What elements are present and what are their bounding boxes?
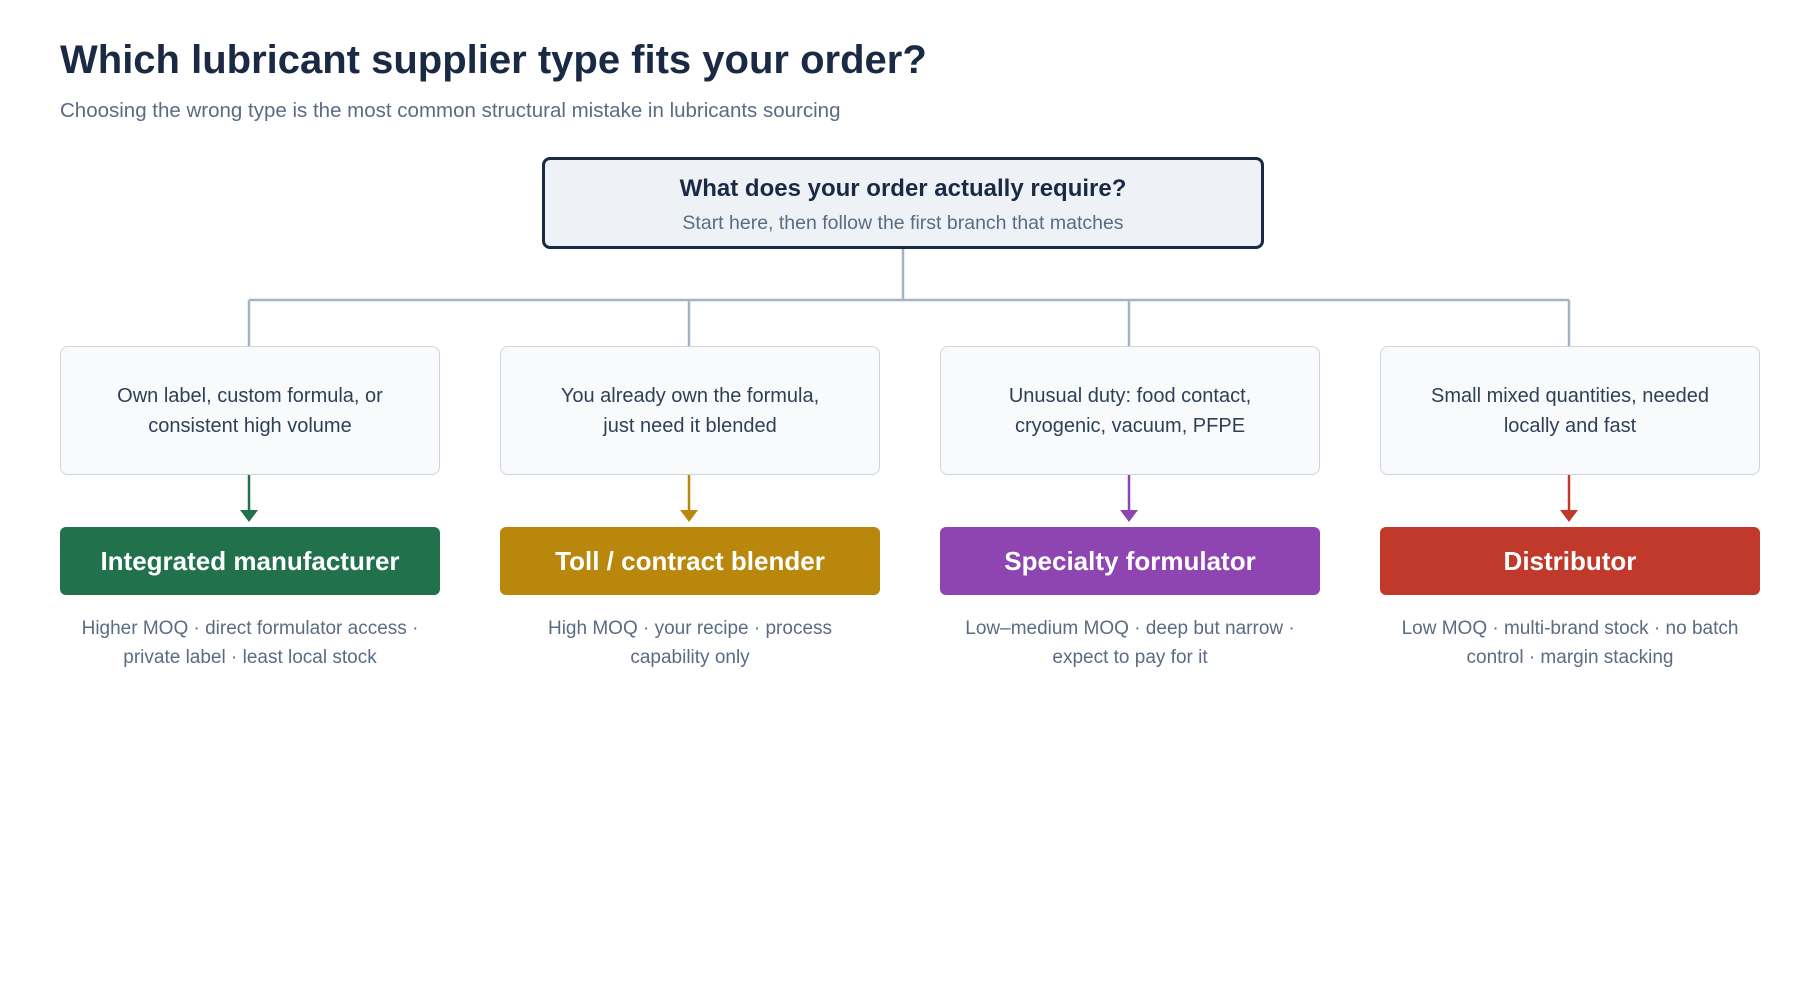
page-subtitle: Choosing the wrong type is the most comm… <box>60 99 841 122</box>
supplier-type-label: Distributor <box>1503 545 1637 576</box>
supplier-type-distributor: Distributor <box>1380 527 1760 595</box>
note-text: High MOQ · your recipe · process capabil… <box>547 618 833 668</box>
root-hint: Start here, then follow the first branch… <box>682 212 1124 234</box>
condition-text: Small mixed quantities, needed locally a… <box>1431 384 1709 437</box>
arrow-head-1 <box>240 510 258 522</box>
supplier-type-toll-blender: Toll / contract blender <box>500 527 880 595</box>
note-text: Low MOQ · multi-brand stock · no batch c… <box>1401 618 1739 668</box>
root-question-box: What does your order actually require? S… <box>542 157 1264 249</box>
note-integrated: Higher MOQ · direct formulator access · … <box>60 614 440 672</box>
note-distributor: Low MOQ · multi-brand stock · no batch c… <box>1380 614 1760 672</box>
condition-text: Own label, custom formula, or consistent… <box>117 384 383 437</box>
condition-box-integrated: Own label, custom formula, or consistent… <box>60 346 440 475</box>
condition-box-toll-blender: You already own the formula, just need i… <box>500 346 880 475</box>
condition-text: Unusual duty: food contact, cryogenic, v… <box>1008 384 1252 437</box>
supplier-type-label: Integrated manufacturer <box>100 545 400 576</box>
supplier-type-label: Specialty formulator <box>1004 545 1256 576</box>
root-question: What does your order actually require? <box>679 175 1127 202</box>
note-text: Higher MOQ · direct formulator access · … <box>81 618 419 668</box>
arrow-head-2 <box>680 510 698 522</box>
note-toll-blender: High MOQ · your recipe · process capabil… <box>500 614 880 672</box>
condition-box-specialty: Unusual duty: food contact, cryogenic, v… <box>940 346 1320 475</box>
condition-box-distributor: Small mixed quantities, needed locally a… <box>1380 346 1760 475</box>
supplier-type-label: Toll / contract blender <box>555 545 825 576</box>
supplier-type-integrated: Integrated manufacturer <box>60 527 440 595</box>
arrow-head-3 <box>1120 510 1138 522</box>
page-title: Which lubricant supplier type fits your … <box>60 38 927 82</box>
supplier-type-specialty: Specialty formulator <box>940 527 1320 595</box>
note-specialty: Low–medium MOQ · deep but narrow · expec… <box>940 614 1320 672</box>
arrow-head-4 <box>1560 510 1578 522</box>
condition-text: You already own the formula, just need i… <box>560 384 820 437</box>
note-text: Low–medium MOQ · deep but narrow · expec… <box>965 618 1295 668</box>
